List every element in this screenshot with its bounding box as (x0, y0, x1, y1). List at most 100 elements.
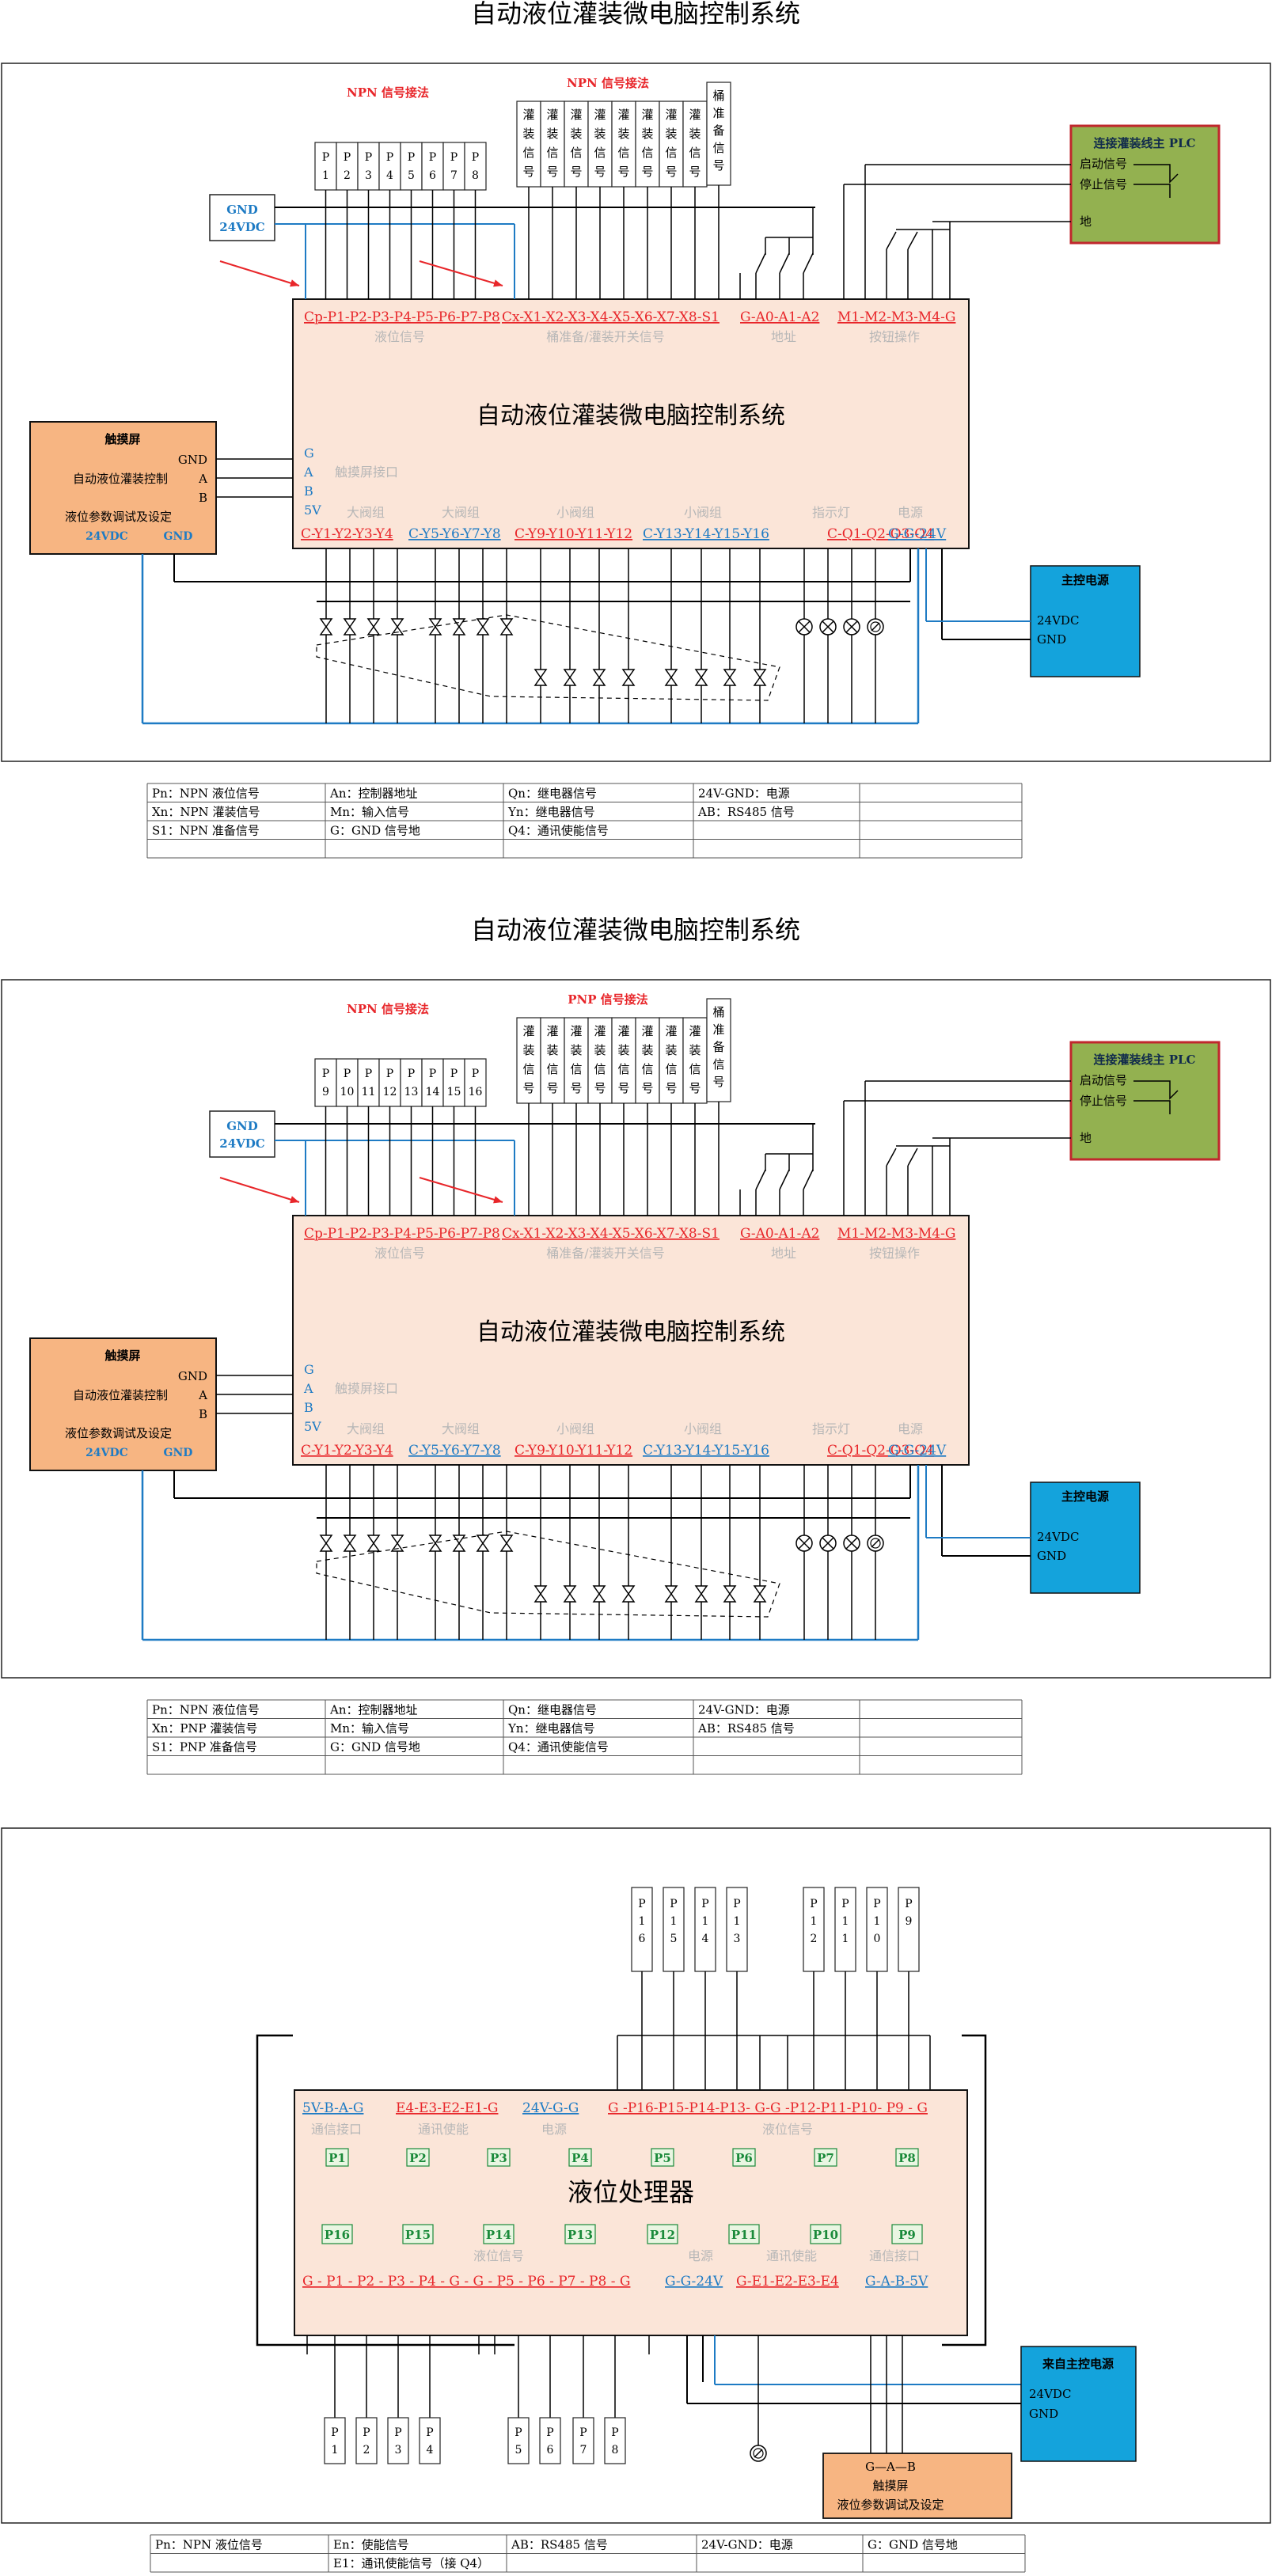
valve-icon (428, 1535, 442, 1545)
legend-cell: Pn：NPN 液位信号 (152, 787, 260, 801)
sensor-box (464, 142, 487, 191)
valve-icon (621, 676, 636, 686)
wire (871, 1538, 880, 1548)
valve-icon (452, 618, 466, 635)
bottom-terminal: C-Y9-Y10-Y11-Y12 (514, 526, 632, 542)
fill-signal-label: 灌 (546, 108, 558, 122)
legend-cell: Mn：输入信号 (330, 1721, 409, 1736)
bottom-terminal-desc: 电源 (688, 2248, 713, 2263)
plc-start: 启动信号 (1080, 157, 1127, 171)
fill-signal-label: 装 (546, 127, 558, 141)
bottom-terminal-desc: 液位信号 (473, 2248, 524, 2263)
wire (798, 1537, 811, 1550)
valve-icon (499, 1535, 514, 1552)
sensor-label: P (408, 1068, 415, 1080)
wire (822, 1537, 834, 1550)
legend-cell: Pn：NPN 液位信号 (155, 2538, 263, 2552)
standby-signal-label: 准 (712, 1022, 724, 1037)
top-terminal: Cp-P1-P2-P3-P4-P5-P6-P7-P8 (304, 309, 500, 325)
sensor-label: 1 (811, 1915, 818, 1928)
sensor-box (421, 142, 444, 191)
valve-icon (694, 669, 708, 686)
fill-signal-box (540, 1017, 565, 1104)
sensor-label: 8 (612, 2444, 619, 2456)
sensor-label: P (394, 2426, 401, 2439)
valve-icon (723, 669, 737, 679)
side-terminal: A (303, 1381, 313, 1396)
controller-title: 自动液位灌装微电脑控制系统 (477, 402, 785, 430)
top-terminal-desc: 桶准备/灌装开关信号 (546, 329, 664, 344)
sensor-label: P (429, 151, 436, 164)
touch-gnd2: GND (164, 530, 193, 543)
sensor-box (442, 1058, 465, 1107)
valve-icon (533, 669, 548, 686)
fill-signal-label: 信 (546, 146, 558, 160)
standby-signal-label: 号 (712, 158, 724, 173)
sensor-label: 14 (426, 1086, 440, 1098)
sensor-label: P (344, 1068, 351, 1080)
valve-icon (723, 1585, 737, 1603)
led-label: P10 (813, 2228, 838, 2242)
fill-signal-label: 装 (570, 1043, 582, 1057)
fill-signal-label: 号 (546, 165, 558, 179)
valve-icon (563, 1585, 577, 1603)
power-24v: 24VDC (1029, 2387, 1071, 2401)
touch-set: 液位参数调试及设定 (65, 510, 172, 524)
top-terminal-desc: 地址 (771, 1246, 796, 1261)
sensor-label: P (638, 1898, 645, 1910)
led-label: P7 (817, 2151, 834, 2165)
plc-title: 连接灌装线主 PLC (1094, 1053, 1196, 1067)
bottom-terminal-desc: 通讯使能 (766, 2248, 817, 2263)
led-indicator (568, 2148, 592, 2167)
led-indicator (402, 2224, 434, 2244)
fill-signal-label: 灌 (689, 108, 701, 122)
fill-signal-label: 号 (594, 1081, 606, 1095)
wire (1133, 184, 1171, 198)
bottom-terminal-desc: 指示灯 (812, 505, 850, 520)
top-terminal-desc: 液位信号 (374, 1246, 425, 1261)
wire (886, 1148, 897, 1167)
wire (755, 1169, 766, 1190)
valve-icon (452, 625, 466, 635)
fill-signal-box (682, 1017, 708, 1104)
valve-icon (366, 618, 381, 628)
wire (803, 252, 814, 274)
gnd-24vdc-box (209, 1110, 275, 1158)
valve-icon (621, 1585, 636, 1595)
plc-stop: 停止信号 (1080, 177, 1127, 192)
fill-signal-box (587, 1017, 613, 1104)
fill-signal-label: 信 (522, 146, 534, 160)
sensor-label: 2 (344, 169, 351, 182)
sensor-label: P (450, 151, 458, 164)
valve-icon (753, 1585, 767, 1603)
sensor-box (464, 1058, 487, 1107)
fill-signal-label: 信 (594, 1062, 606, 1076)
top-terminal: G-A0-A1-A2 (740, 1226, 819, 1242)
arrow-icon (493, 1196, 503, 1204)
fill-signal-label: 灌 (617, 108, 629, 122)
valve-icon (563, 676, 577, 686)
fill-signal-label: 信 (546, 1062, 558, 1076)
valve-icon (664, 1585, 678, 1603)
bottom-terminal: C-Y13-Y14-Y15-Y16 (643, 1443, 769, 1459)
valve-icon (533, 676, 548, 686)
gnd-24vdc-box (209, 194, 275, 241)
top-terminal-desc: 电源 (541, 2122, 567, 2137)
sensor-box (336, 142, 359, 191)
fill-signal-box (564, 1017, 589, 1104)
legend-cell: Qn：继电器信号 (508, 787, 597, 801)
valve-icon (664, 676, 678, 686)
fill-signal-label: 号 (689, 1081, 701, 1095)
fill-signal-label: 信 (570, 1062, 582, 1076)
top-terminal: E4-E3-E2-E1-G (396, 2100, 498, 2116)
sensor-label: 5 (408, 169, 415, 182)
sensor-label: 2 (811, 1933, 818, 1945)
bottom-terminal: C-Q1-Q2-Q3-Q4 (827, 1443, 934, 1459)
led-label: P14 (486, 2228, 511, 2242)
power-title: 主控电源 (1061, 1489, 1109, 1504)
bottom-terminal-desc: 指示灯 (812, 1421, 850, 1436)
legend-cell: Xn：PNP 灌装信号 (152, 1721, 257, 1736)
valve-icon (723, 676, 737, 686)
